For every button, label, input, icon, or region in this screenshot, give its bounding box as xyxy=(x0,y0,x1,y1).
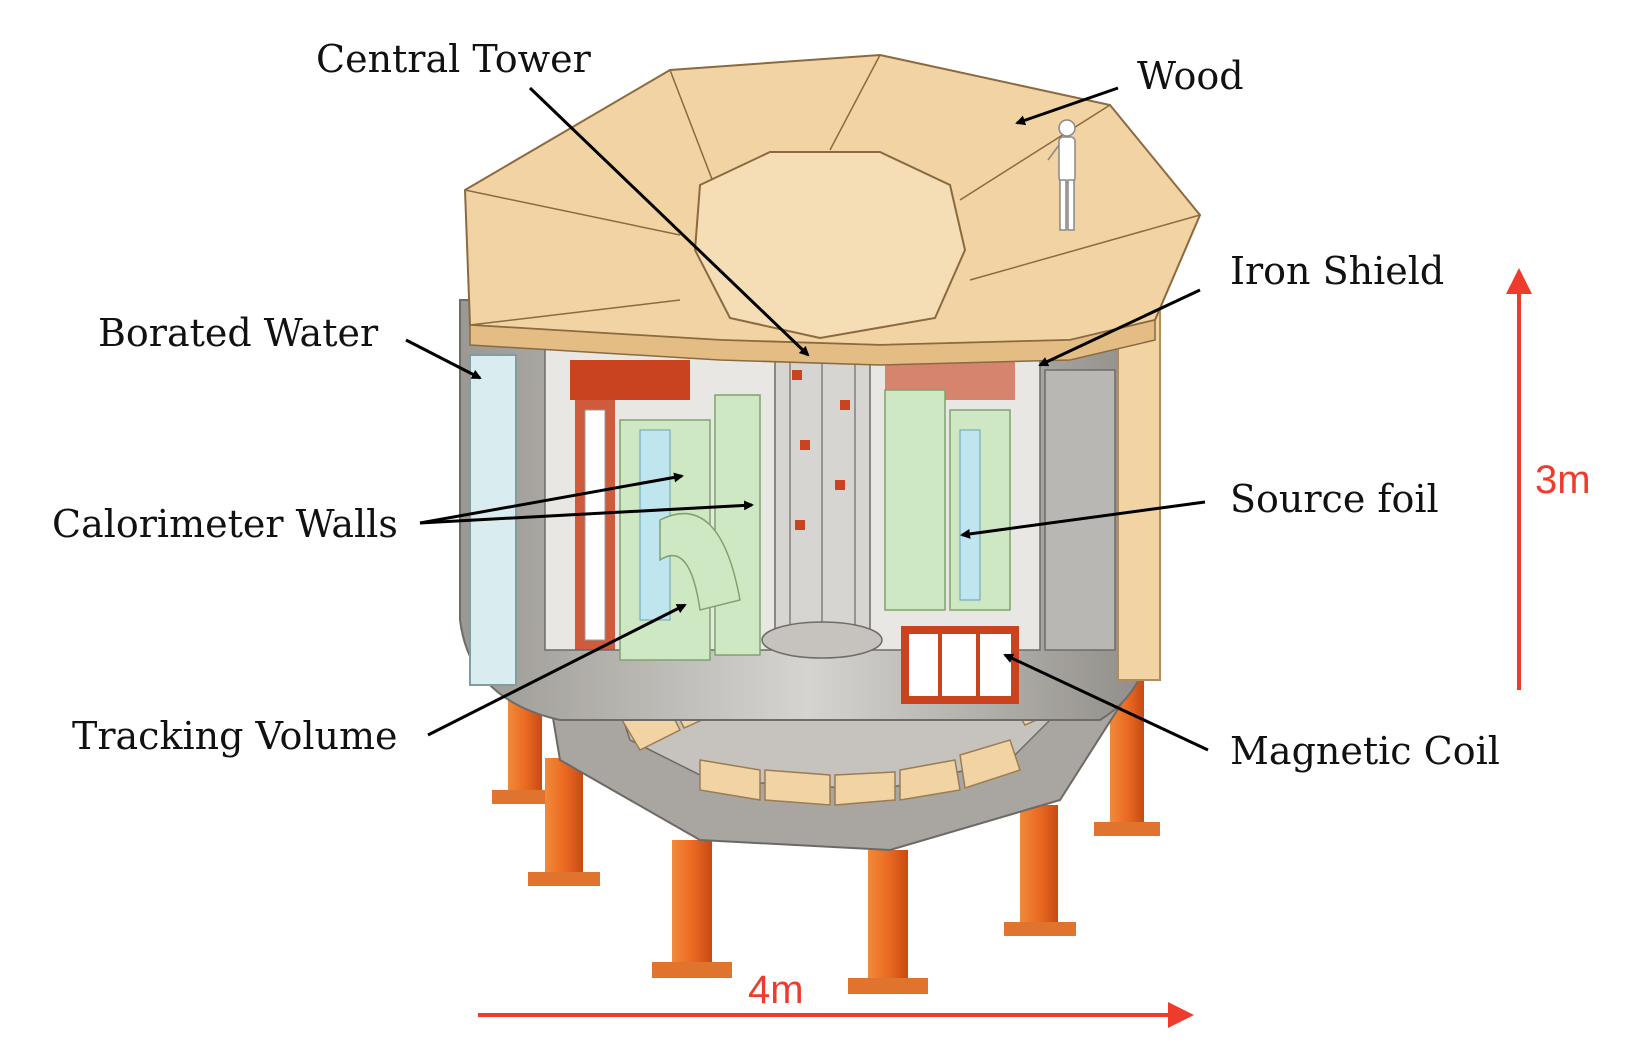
arrow-central-tower xyxy=(528,86,810,357)
label-calorimeter-walls: Calorimeter Walls xyxy=(52,502,398,546)
height-scale-label: 3m xyxy=(1535,458,1591,502)
wood-roof xyxy=(463,53,1202,366)
arrow-calorimeter-walls-2 xyxy=(419,500,754,525)
label-iron-shield: Iron Shield xyxy=(1230,249,1445,293)
right-sector xyxy=(884,360,1019,704)
left-sector xyxy=(570,360,761,661)
detector-interior xyxy=(544,344,1116,704)
arrow-borated-water xyxy=(405,338,482,380)
scale-arrows xyxy=(478,268,1532,1028)
human-figure xyxy=(1047,119,1076,231)
label-source-foil: Source foil xyxy=(1230,477,1439,521)
central-tower xyxy=(761,349,883,659)
arrow-calorimeter-walls-1 xyxy=(419,472,684,525)
arrow-iron-shield xyxy=(1038,288,1201,367)
arrow-source-foil xyxy=(960,500,1206,539)
support-legs xyxy=(492,680,1160,994)
label-tracking-volume: Tracking Volume xyxy=(72,714,398,758)
arrow-magnetic-coil xyxy=(1003,653,1209,752)
label-wood: Wood xyxy=(1137,54,1244,98)
callout-arrows xyxy=(405,86,1209,752)
label-magnetic-coil: Magnetic Coil xyxy=(1230,729,1500,773)
label-central-tower: Central Tower xyxy=(316,37,591,81)
arrow-wood xyxy=(1015,86,1119,126)
arrow-tracking-volume xyxy=(427,603,687,737)
width-scale-label: 4m xyxy=(748,968,804,1012)
label-borated-water: Borated Water xyxy=(98,311,379,355)
